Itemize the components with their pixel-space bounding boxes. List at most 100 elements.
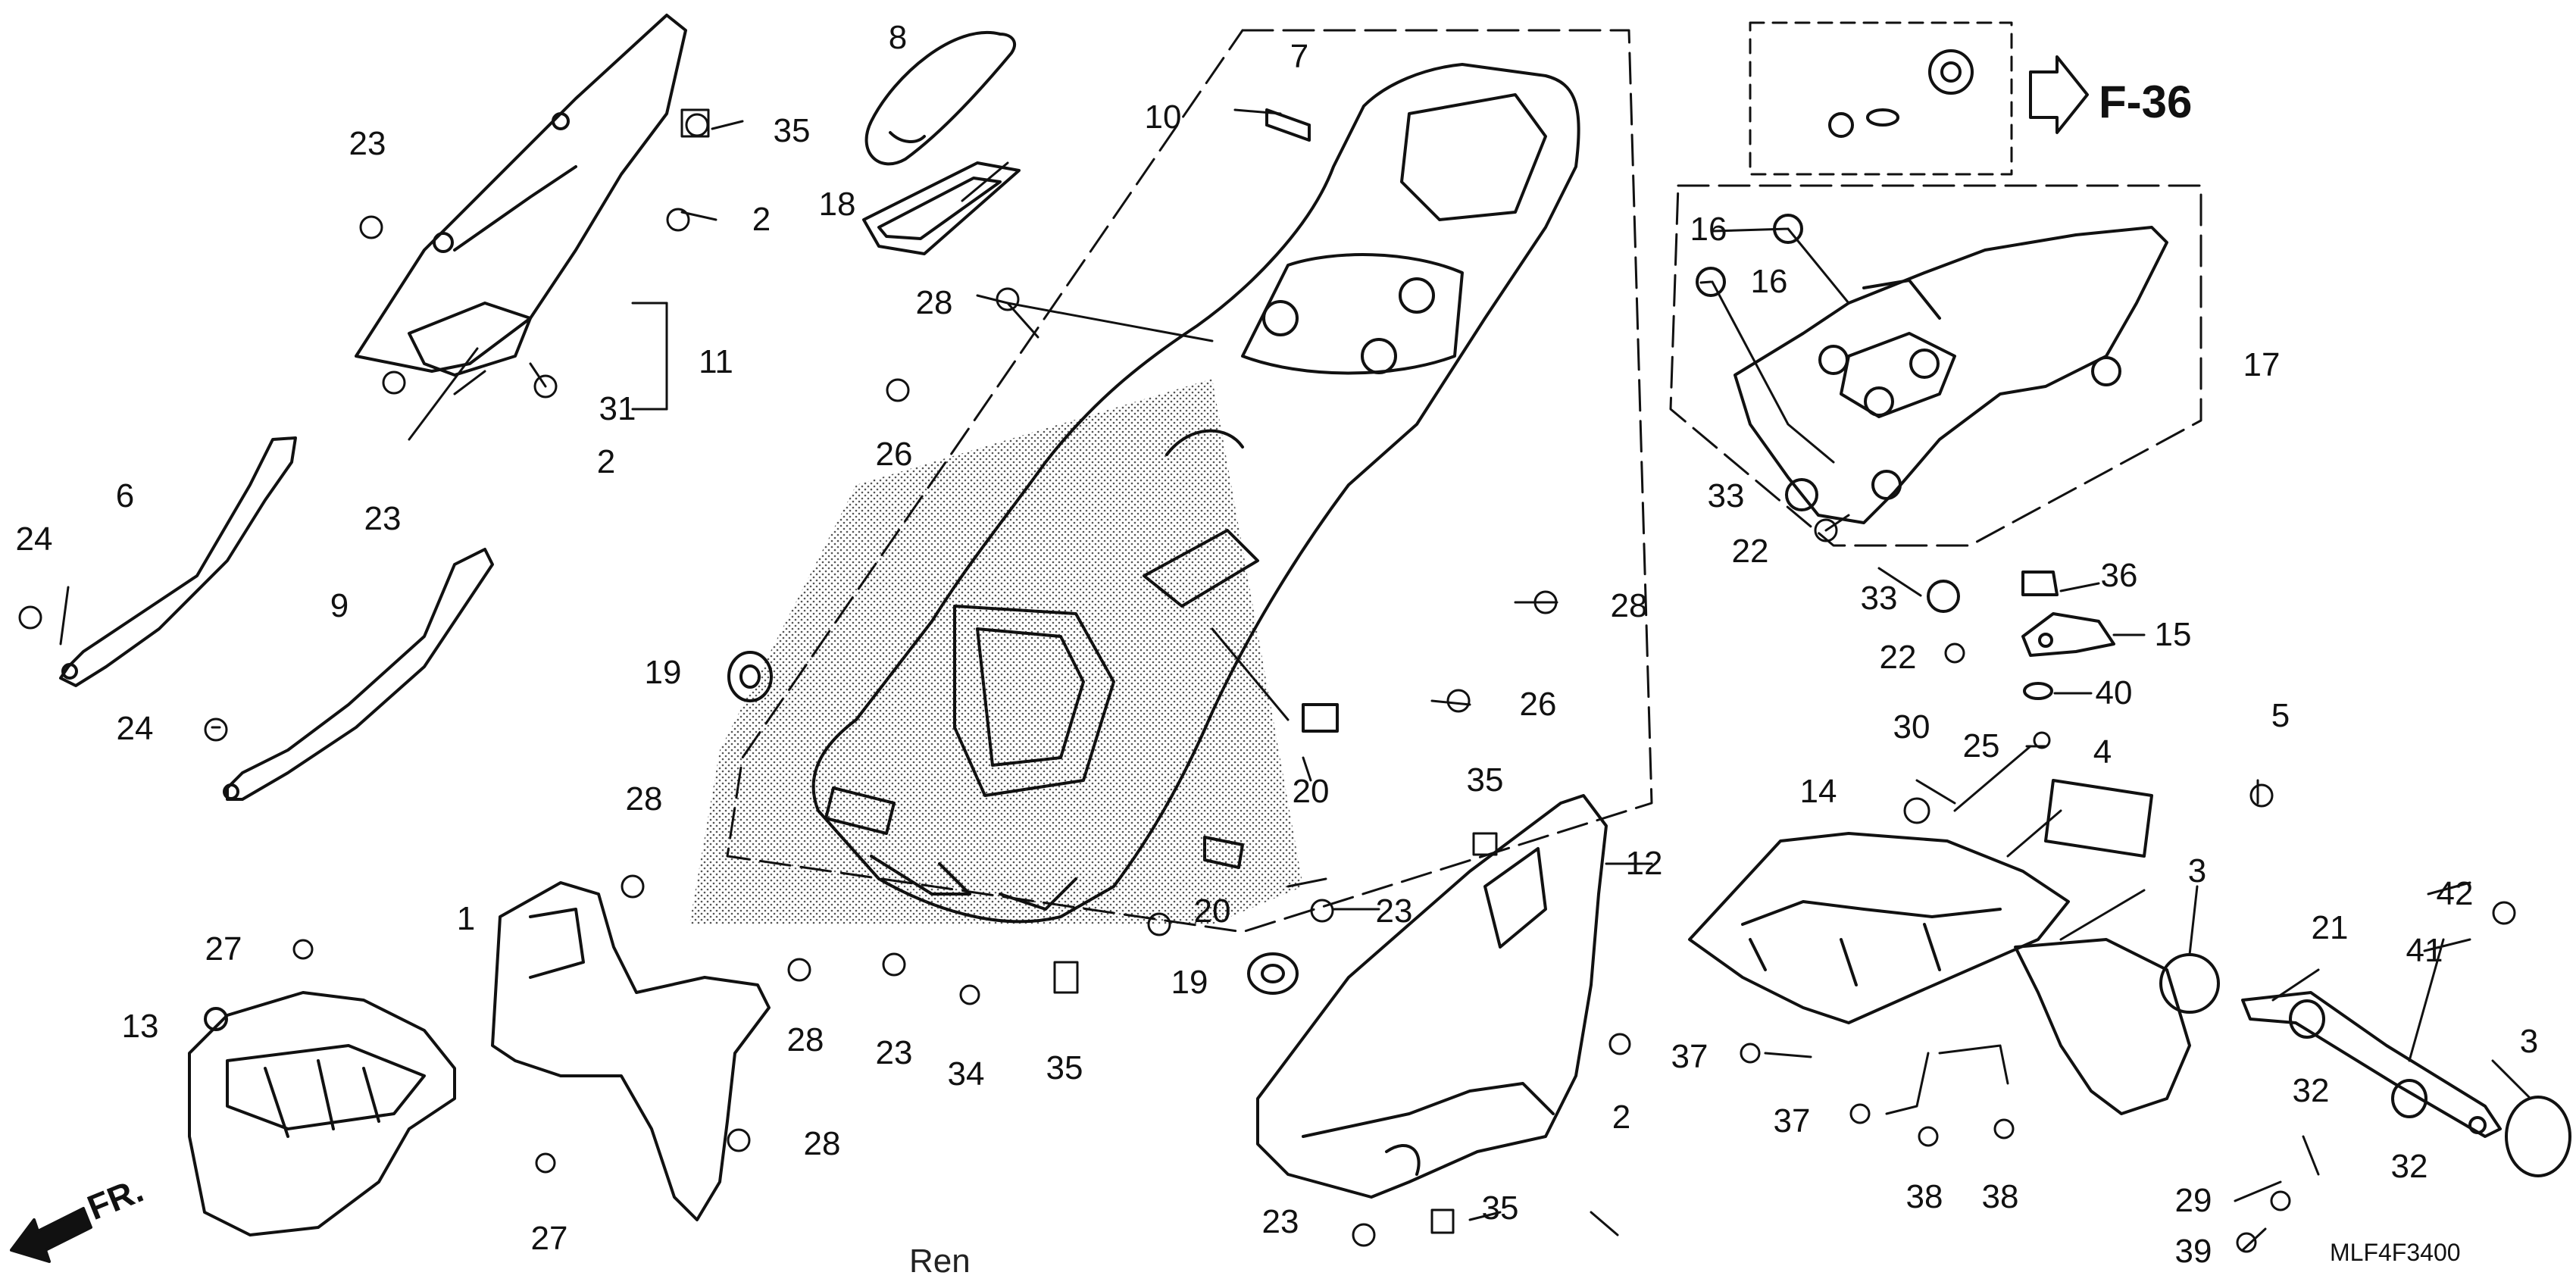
callout-8: 8 xyxy=(888,19,908,56)
callout-28: 28 xyxy=(803,1125,841,1162)
callout-16: 16 xyxy=(1690,211,1727,248)
callout-24: 24 xyxy=(15,521,53,558)
callout-28: 28 xyxy=(915,284,953,321)
part-14-mount xyxy=(1688,832,2070,1024)
callout-35: 35 xyxy=(1466,761,1504,799)
callout-27: 27 xyxy=(205,930,242,968)
group-outline-10 xyxy=(726,29,1653,933)
callout-23: 23 xyxy=(1375,893,1413,930)
callout-2: 2 xyxy=(1612,1099,1631,1136)
part-40-washer xyxy=(2023,682,2053,700)
callout-38: 38 xyxy=(1981,1178,2019,1215)
callout-41: 41 xyxy=(2406,932,2443,969)
ref-arrow xyxy=(2029,55,2089,134)
part-3-reflector-b xyxy=(2505,1096,2571,1177)
callout-19: 19 xyxy=(1171,964,1208,1001)
part-1-inner-fender xyxy=(491,881,771,1221)
callout-31: 31 xyxy=(599,390,636,427)
callout-3: 3 xyxy=(2187,852,2207,889)
callout-13: 13 xyxy=(121,1008,159,1045)
callout-24: 24 xyxy=(116,710,154,747)
callout-12: 12 xyxy=(1625,845,1663,882)
callout-18: 18 xyxy=(818,186,856,223)
callout-15: 15 xyxy=(2154,616,2192,653)
fasteners xyxy=(18,108,2516,1253)
callout-38: 38 xyxy=(1905,1178,1943,1215)
callout-39: 39 xyxy=(2174,1233,2212,1270)
callout-26: 26 xyxy=(875,436,913,473)
callout-2: 2 xyxy=(596,443,616,480)
callout-40: 40 xyxy=(2095,674,2133,711)
callout-1: 1 xyxy=(456,900,476,937)
drawing-code: MLF4F3400 xyxy=(2330,1239,2461,1266)
callout-36: 36 xyxy=(2100,557,2138,594)
callout-32: 32 xyxy=(2390,1148,2428,1185)
callout-23: 23 xyxy=(364,500,402,537)
callout-22: 22 xyxy=(1879,639,1917,676)
callout-34: 34 xyxy=(947,1055,985,1093)
ref-box-f36 xyxy=(1749,21,2013,176)
callout-16: 16 xyxy=(1750,263,1788,300)
callout-5: 5 xyxy=(2271,697,2290,734)
callout-37: 37 xyxy=(1773,1102,1811,1140)
callout-42: 42 xyxy=(2436,875,2474,912)
part-21-holder xyxy=(2014,938,2191,1115)
callout-28: 28 xyxy=(1610,587,1648,624)
callout-19: 19 xyxy=(644,654,682,691)
part-36-rubber xyxy=(2021,571,2059,596)
callout-30: 30 xyxy=(1893,708,1930,746)
part-33-washer-b xyxy=(1927,580,1960,613)
callout-4: 4 xyxy=(2093,733,2112,771)
part-10-rear-fender xyxy=(811,63,1580,924)
leader-lines xyxy=(59,108,2532,1252)
part-19-grommet-a xyxy=(727,651,773,702)
part-8 xyxy=(864,31,1016,166)
callout-25: 25 xyxy=(1962,727,2000,764)
callout-22: 22 xyxy=(1731,533,1769,570)
callout-9: 9 xyxy=(330,587,349,624)
callout-37: 37 xyxy=(1671,1038,1708,1075)
callout-35: 35 xyxy=(1046,1049,1083,1086)
reference-label: F-36 xyxy=(2099,77,2193,127)
callout-23: 23 xyxy=(349,125,386,162)
callout-26: 26 xyxy=(1519,686,1557,723)
callout-23: 23 xyxy=(875,1034,913,1071)
part-4-label xyxy=(2044,779,2153,858)
shaded-area xyxy=(689,379,1303,924)
callout-2: 2 xyxy=(752,201,771,238)
callout-35: 35 xyxy=(1481,1190,1519,1227)
part-33-washer-a xyxy=(1785,478,1818,511)
callout-33: 33 xyxy=(1707,477,1745,514)
callout-6: 6 xyxy=(115,477,135,514)
part-12-side-cover xyxy=(1256,794,1608,1199)
callout-17: 17 xyxy=(2243,346,2281,383)
part-32-collar-a xyxy=(2289,999,2325,1039)
callout-33: 33 xyxy=(1860,580,1898,617)
part-32-collar-b xyxy=(2391,1079,2428,1118)
part-15-bracket xyxy=(2021,612,2115,657)
part-20-pad-a xyxy=(1302,703,1339,733)
watermark-text: Ren xyxy=(909,1243,971,1280)
part-20-pad-b xyxy=(1203,836,1244,869)
part-11-cover xyxy=(355,14,687,373)
callout-32: 32 xyxy=(2292,1072,2330,1109)
callout-14: 14 xyxy=(1799,773,1837,810)
part-19-grommet-b xyxy=(1247,952,1299,995)
part-7 xyxy=(1265,108,1311,142)
callout-23: 23 xyxy=(1261,1203,1299,1240)
callout-29: 29 xyxy=(2174,1182,2212,1219)
callout-7: 7 xyxy=(1290,38,1309,75)
part-13-tray xyxy=(188,991,456,1236)
callout-3: 3 xyxy=(2519,1023,2539,1060)
front-arrow xyxy=(10,1207,92,1263)
callout-10: 10 xyxy=(1144,98,1182,136)
callout-11: 11 xyxy=(699,343,733,380)
callout-28: 28 xyxy=(786,1021,824,1058)
part-9-bracket xyxy=(226,548,494,801)
callout-20: 20 xyxy=(1292,773,1330,810)
part-16-washer-b xyxy=(1696,267,1726,297)
callout-27: 27 xyxy=(530,1220,568,1257)
group-outline-17 xyxy=(1669,184,2202,547)
